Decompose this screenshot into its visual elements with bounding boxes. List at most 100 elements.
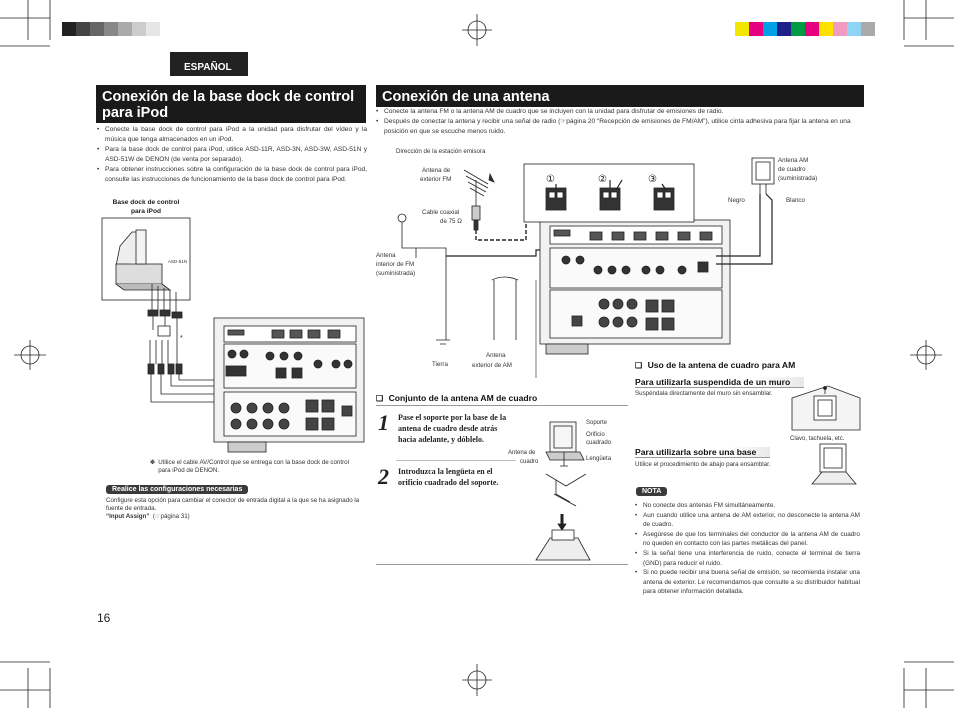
left-title-line2: para iPod — [102, 105, 169, 121]
setup-ref: “Input Assign” (☞página 31) — [106, 513, 368, 521]
left-bullet: Conecte la base dock de control para iPo… — [97, 125, 367, 145]
color-calibration-swatch — [735, 22, 749, 36]
label-am-frame-1: Antena AM — [778, 157, 808, 164]
nota-pill: NOTA — [636, 487, 668, 496]
assembly-heading-text: Conjunto de la antena AM de cuadro — [388, 393, 538, 403]
assembly-label-support: Soporte — [586, 420, 608, 426]
gray-calibration-strip — [62, 22, 160, 36]
wall-illustration: Clavo, tachuela, etc. — [790, 385, 861, 442]
label-fm-int-3: (suministrada) — [376, 270, 415, 277]
step-marker-2: ② — [598, 174, 607, 185]
color-calibration-swatch — [777, 22, 791, 36]
label-am-frame-3: (suministrada) — [778, 175, 817, 182]
note-item: No conecte dos antenas FM simultáneament… — [635, 501, 860, 511]
label-white: Blanco — [786, 197, 805, 204]
assembly-label-antenna-1: Antena de — [508, 450, 536, 456]
use-heading-text: Uso de la antena de cuadro para AM — [647, 360, 796, 370]
right-section-title: Conexión de una antena — [376, 85, 864, 107]
left-bullet: Para la base dock de control para iPod, … — [97, 145, 367, 165]
note-item: Si no puede recibir una buena señal de e… — [635, 568, 860, 597]
color-calibration-swatch — [805, 22, 819, 36]
label-fm-int-1: Antena — [376, 252, 396, 259]
base-illustration — [811, 443, 857, 485]
base-heading: Para utilizarla sobre una base — [635, 447, 771, 458]
gray-calibration-swatch — [104, 22, 118, 36]
cable-asterisk: * — [180, 335, 183, 342]
label-am-ext-1: Antena — [486, 352, 506, 359]
footnote-text: Utilice el cable AV/Control que se entre… — [158, 459, 349, 474]
gray-calibration-swatch — [76, 22, 90, 36]
color-calibration-strip — [735, 22, 875, 36]
right-bullet: Conecte la antena FM o la antena AM de c… — [376, 107, 864, 117]
dock-model-label: ASD-51N — [168, 259, 187, 264]
gray-calibration-swatch — [62, 22, 76, 36]
right-title-text: Conexión de una antena — [382, 89, 550, 105]
color-calibration-swatch — [847, 22, 861, 36]
note-item: Asegúrese de que los terminales del cond… — [635, 530, 860, 549]
language-tab: ESPAÑOL — [170, 52, 248, 76]
wall-label: Clavo, tachuela, etc. — [790, 436, 845, 442]
left-bullet: Para obtener instrucciones sobre la conf… — [97, 165, 367, 185]
base-text: Utilice el procedimiento de abajo para e… — [635, 461, 771, 468]
color-calibration-swatch — [763, 22, 777, 36]
assembly-heading: Conjunto de la antena AM de cuadro — [376, 393, 538, 403]
assembly-label-hole-1: Orificio — [586, 432, 605, 438]
label-fm-int-2: interior de FM — [376, 261, 414, 268]
color-calibration-swatch — [861, 22, 875, 36]
footnote-mark: ✽ — [150, 459, 156, 466]
label-fm-ext-1: Antena de — [422, 167, 451, 174]
gray-calibration-swatch — [132, 22, 146, 36]
label-black: Negro — [728, 197, 745, 204]
assembly-steps-box: 1 Pase el soporte por la base de la ante… — [376, 405, 628, 565]
label-am-frame-2: de cuadro — [778, 166, 806, 173]
setup-pill: Realice las configuraciones necesarias — [106, 485, 249, 494]
label-coax-2: de 75 Ω — [440, 218, 462, 225]
label-coax-1: Cable coaxial — [422, 209, 459, 216]
antenna-connection-diagram: Dirección de la estación emisora Antena … — [376, 148, 817, 378]
gray-calibration-swatch — [146, 22, 160, 36]
step1-text: Pase el soporte por la base de la antena… — [398, 413, 507, 444]
note-item: Aun cuando utilice una antena de AM exte… — [635, 511, 860, 530]
ipod-dock-connection-diagram: ASD-51N * — [101, 217, 365, 453]
step2-text: Introduzca la lengüeta en el orificio cu… — [398, 467, 499, 487]
label-fm-ext-2: exterior FM — [420, 176, 451, 183]
step-marker-3: ③ — [648, 174, 657, 185]
left-title-line1: Conexión de la base dock de control — [102, 89, 355, 105]
setup-ref-page: página 31) — [160, 513, 190, 520]
setup-text: Configure esta opción para cambiar el co… — [106, 497, 360, 512]
dock-label-line1: Base dock de control — [112, 199, 180, 206]
label-am-ext-2: exterior de AM — [472, 362, 512, 369]
label-direction: Dirección de la estación emisora — [396, 148, 486, 155]
assembly-illustration: Soporte Orificio cuadrado Antena de cuad… — [508, 420, 612, 561]
setup-ref-bold: “Input Assign” — [106, 513, 150, 520]
setup-block: Configure esta opción para cambiar el co… — [106, 497, 368, 521]
step2-number: 2 — [378, 464, 389, 489]
book-icon: (☞ — [151, 513, 161, 520]
note-item: Si la señal tiene una interferencia de r… — [635, 549, 860, 568]
footnote: ✽ Utilice el cable AV/Control que se ent… — [150, 459, 360, 475]
step1-number: 1 — [378, 410, 389, 435]
notes-list: No conecte dos antenas FM simultáneament… — [635, 501, 860, 597]
use-heading: Uso de la antena de cuadro para AM — [635, 360, 796, 370]
color-calibration-swatch — [791, 22, 805, 36]
right-bullet: Después de conectar la antena y recibir … — [376, 117, 864, 137]
right-bullet-list: Conecte la antena FM o la antena AM de c… — [376, 107, 864, 137]
color-calibration-swatch — [819, 22, 833, 36]
dock-diagram-label: Base dock de control para iPod — [98, 198, 194, 216]
assembly-label-antenna-2: cuadro — [520, 459, 539, 465]
step-marker-1: ① — [546, 174, 555, 185]
label-ground: Tierra — [432, 361, 448, 368]
left-section-title: Conexión de la base dock de control para… — [96, 85, 366, 123]
gray-calibration-swatch — [118, 22, 132, 36]
assembly-label-hole-2: cuadrado — [586, 440, 612, 446]
assembly-label-tongue: Lengüeta — [586, 456, 612, 462]
wall-text: Suspéndala directamente del muro sin ens… — [635, 390, 773, 397]
color-calibration-swatch — [749, 22, 763, 36]
dock-label-line2: para iPod — [130, 208, 162, 215]
step-divider — [396, 460, 516, 461]
language-tab-label: ESPAÑOL — [184, 62, 232, 73]
page-number: 16 — [97, 611, 111, 625]
left-bullet-list: Conecte la base dock de control para iPo… — [97, 125, 367, 185]
color-calibration-swatch — [833, 22, 847, 36]
